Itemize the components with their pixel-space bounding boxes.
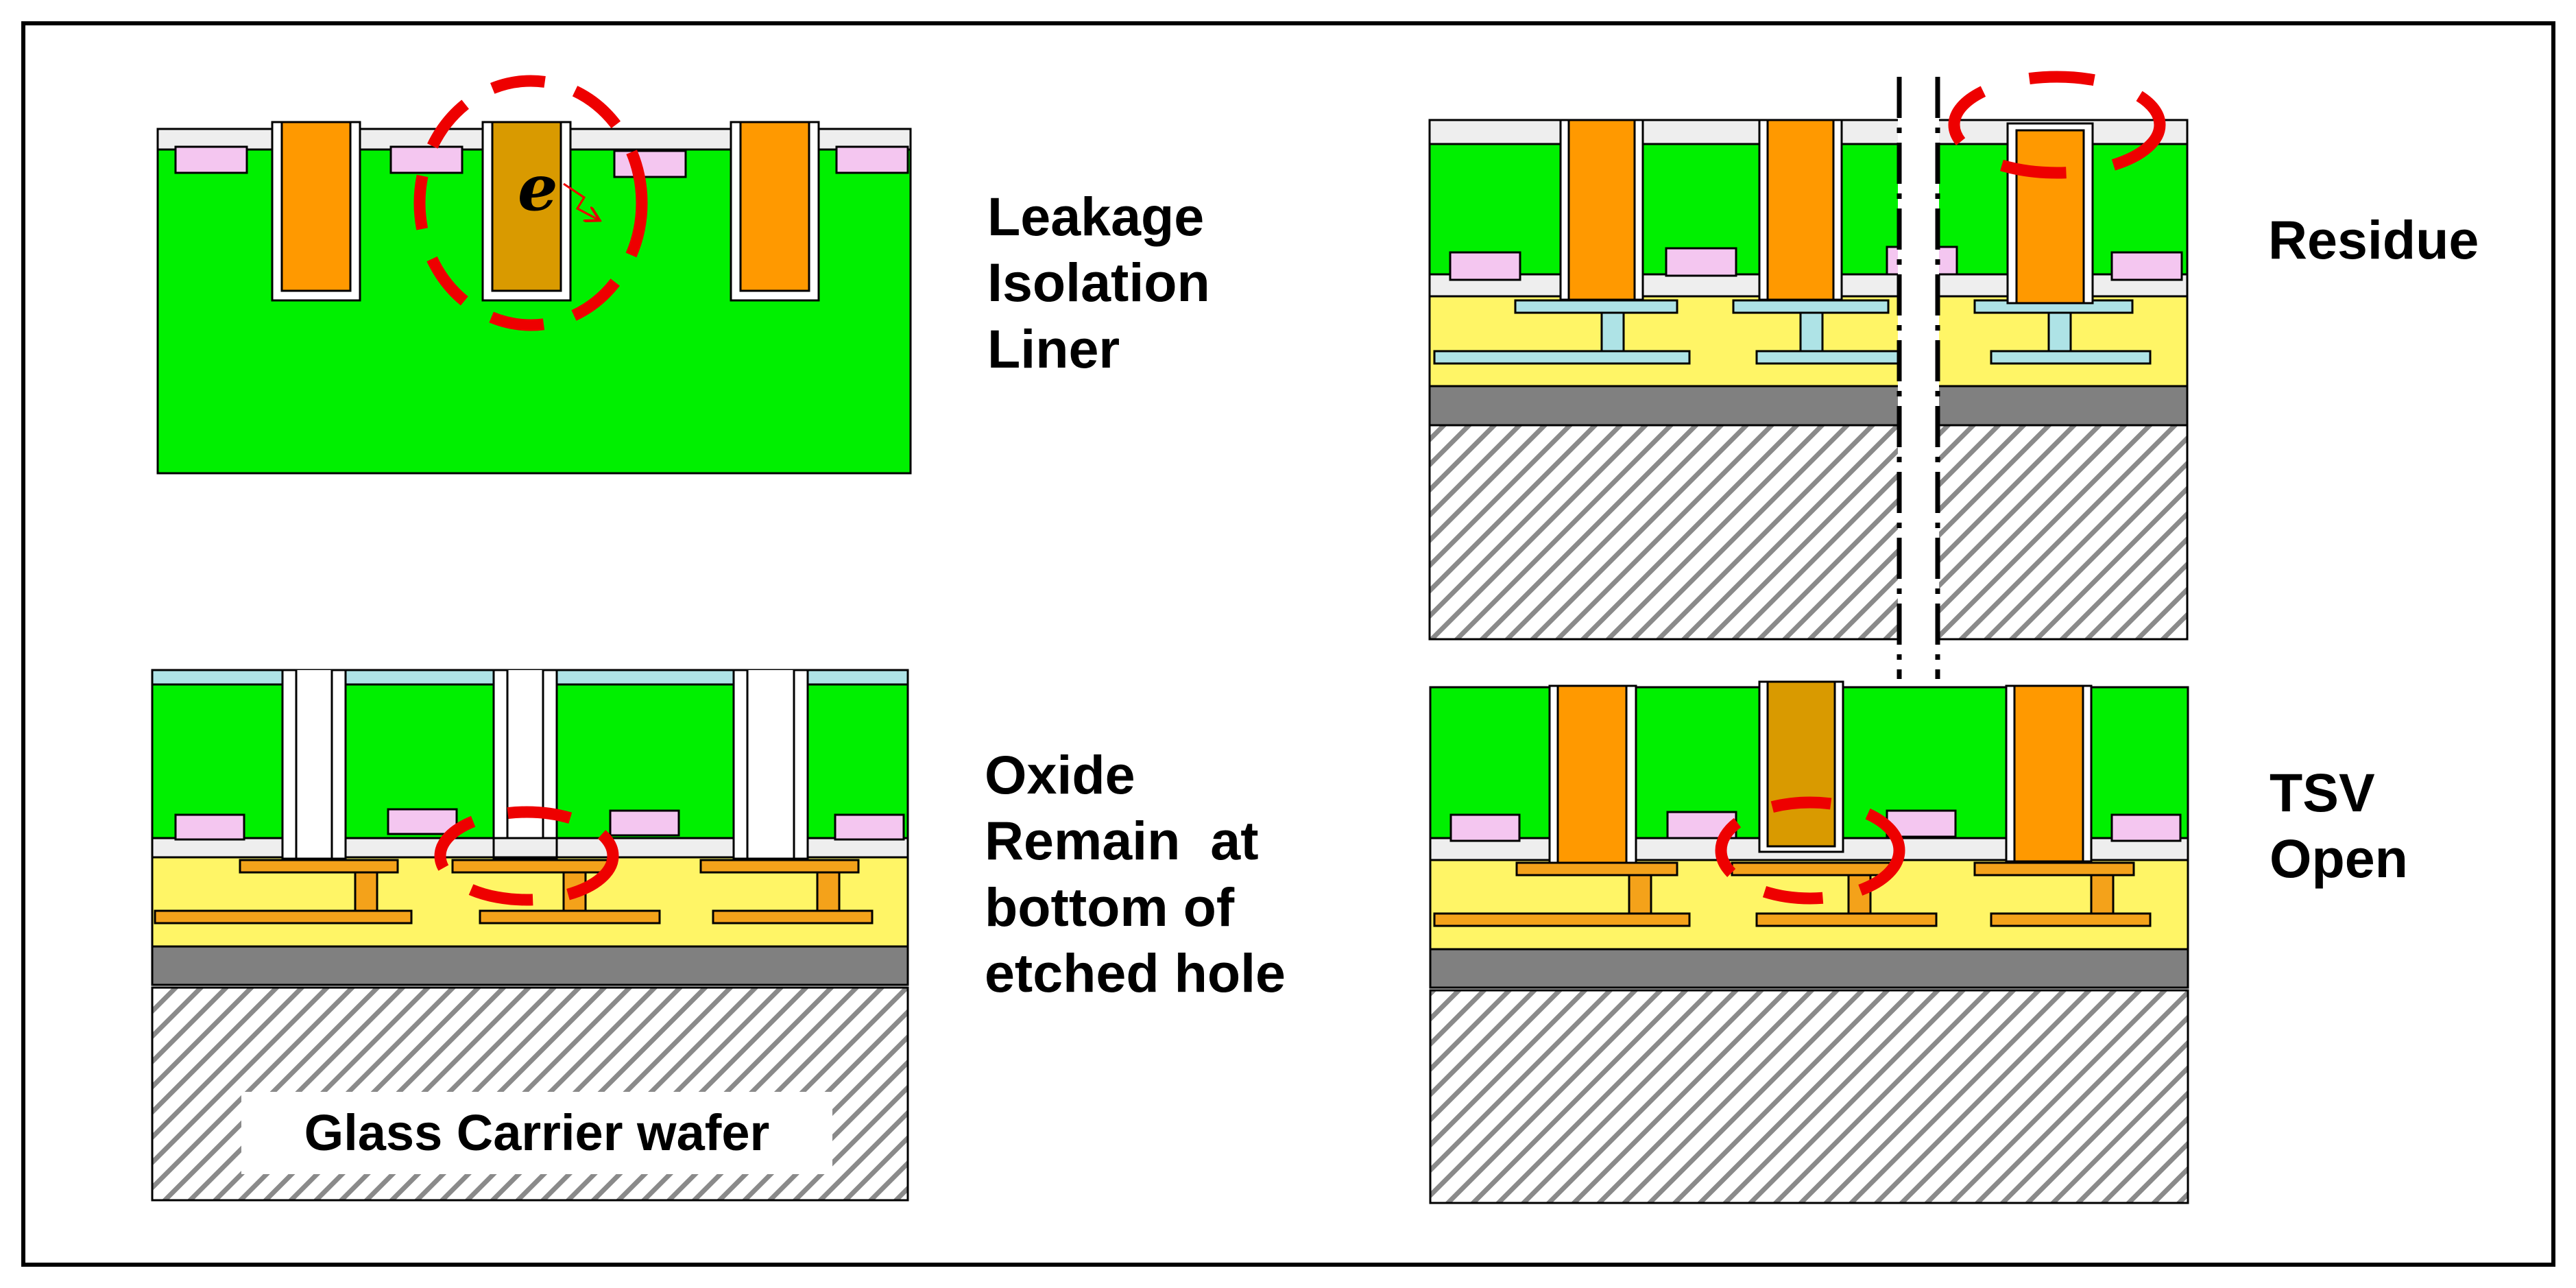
defect-marker [434,806,619,906]
metal-wiring [451,859,613,874]
device-pad [2110,251,2183,281]
tsv-via [1556,684,1628,864]
device-pad [1665,247,1737,277]
defect-marker [1948,71,2166,179]
tsv-via-defect [1766,680,1836,848]
metal-wiring [1515,861,1678,876]
device-pad [1449,813,1521,842]
panel-tsv-open [1429,680,2189,1204]
panel-leakage-isolation-liner [156,121,912,475]
tsv-via-defect [491,121,562,292]
label-line: Open [2270,828,2408,890]
label-residue: Residue [2268,207,2479,273]
metal-wiring [1433,912,1691,927]
leakage-arrow-icon [563,182,598,219]
label-line: Remain at [985,810,1259,872]
remaining-oxide [492,837,558,859]
metal-via [2090,874,2115,915]
isolation-liner [793,669,809,860]
metal-wiring [1973,861,2135,876]
isolation-liner [492,669,509,860]
device-pad [834,813,905,841]
metal-via [1628,874,1652,915]
glass-carrier-wafer [1429,989,2189,1204]
device-pad [2110,813,2182,842]
label-line: Residue [2268,209,2479,270]
metal-wiring [1755,912,1938,927]
metal-wiring [1990,350,2152,365]
metal-wiring [239,859,399,874]
device-pad [835,145,909,174]
device-pad [174,813,245,841]
defect-marker [1715,796,1905,905]
isolation-liner [281,669,298,860]
label-leakage-isolation-liner: Leakage Isolation Liner [987,184,1210,382]
isolation-liner [542,669,558,860]
label-line: Leakage [987,186,1205,247]
metal-wiring [1433,350,1691,365]
metal-wiring [1990,912,2152,927]
metal-wiring [1731,861,1891,876]
metal-wiring [154,909,413,925]
device-pad [1449,251,1521,281]
isolation-liner [732,669,749,860]
device-pad [174,145,248,174]
label-tsv-open: TSV Open [2270,760,2408,892]
metal-wiring [1755,350,1917,365]
tsv-via [1567,119,1636,301]
label-line: bottom of [985,876,1235,938]
label-line: Oxide [985,744,1135,805]
defect-marker [413,75,648,331]
metal-via [2047,311,2072,353]
bonding-layer [151,945,909,986]
metal-wiring [479,909,661,925]
metal-via [354,871,378,912]
tsv-via [1766,119,1835,301]
metal-wiring [1732,299,1890,314]
tsv-via [280,121,352,292]
bonding-layer [1428,385,2189,427]
isolation-liner [330,669,347,860]
metal-via [816,871,841,912]
label-line: Isolation [987,252,1210,313]
glass-carrier-label: Glass Carrier wafer [241,1092,832,1174]
label-oxide-remain: Oxide Remain at bottom of etched hole [985,742,1286,1007]
device-pad [387,808,458,835]
label-line: Liner [987,318,1120,379]
bonding-layer [1429,948,2189,989]
label-line: etched hole [985,942,1286,1004]
electron-symbol: e [518,151,558,225]
metal-wiring [1514,299,1678,314]
metal-wiring [712,909,874,925]
metal-wiring [699,859,860,874]
tsv-via [739,121,810,292]
device-pad [609,809,680,837]
tsv-via [2015,129,2085,305]
device-pad [1666,811,1737,839]
metal-via [1847,874,1872,915]
tsv-via [2013,684,2084,863]
cut-gap [1898,75,1939,679]
metal-via [1600,311,1625,353]
metal-via [1799,311,1824,353]
glass-carrier-wafer [1428,424,2189,641]
label-line: TSV [2270,762,2375,823]
device-pad [389,145,464,174]
panel-residue [1428,75,2189,679]
device-pad [613,150,687,178]
